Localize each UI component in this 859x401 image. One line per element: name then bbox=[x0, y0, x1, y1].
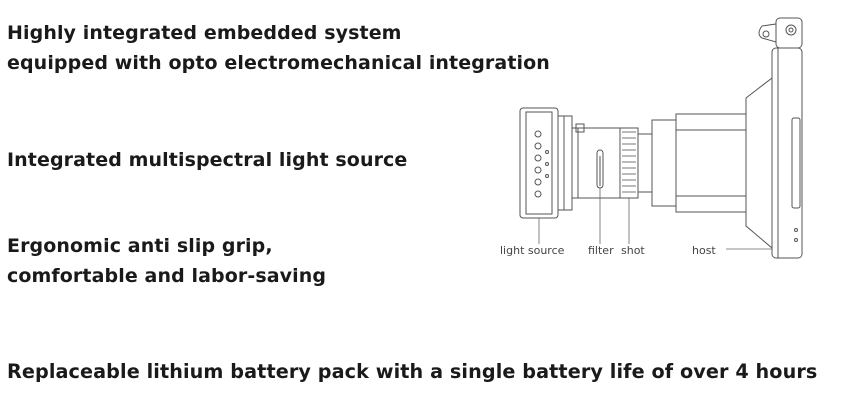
label-light-source: light source bbox=[500, 244, 565, 257]
label-host: host bbox=[692, 244, 716, 257]
label-filter: filter bbox=[588, 244, 614, 257]
feature-embedded-system: Highly integrated embedded system equipp… bbox=[7, 18, 550, 78]
feature-text: Replaceable lithium battery pack with a … bbox=[7, 360, 818, 383]
feature-text: equipped with opto electromechanical int… bbox=[7, 52, 550, 74]
feature-text: Ergonomic anti slip grip, bbox=[7, 235, 273, 257]
feature-text: Highly integrated embedded system bbox=[7, 22, 402, 44]
light-source-head bbox=[519, 107, 573, 219]
label-shot: shot bbox=[621, 244, 645, 257]
feature-light-source: Integrated multispectral light source bbox=[7, 145, 407, 175]
host-body bbox=[745, 17, 803, 259]
leader-lines bbox=[538, 188, 772, 250]
device-diagram: light source filter shot host bbox=[500, 17, 803, 259]
feature-text: Integrated multispectral light source bbox=[7, 149, 408, 171]
lens-barrel bbox=[651, 113, 747, 213]
feature-ergonomic-grip: Ergonomic anti slip grip, comfortable an… bbox=[7, 231, 326, 291]
feature-text: comfortable and labor-saving bbox=[7, 265, 327, 287]
filter-collar bbox=[571, 123, 621, 199]
feature-battery: Replaceable lithium battery pack with a … bbox=[7, 357, 817, 387]
focus-ring bbox=[619, 127, 653, 199]
